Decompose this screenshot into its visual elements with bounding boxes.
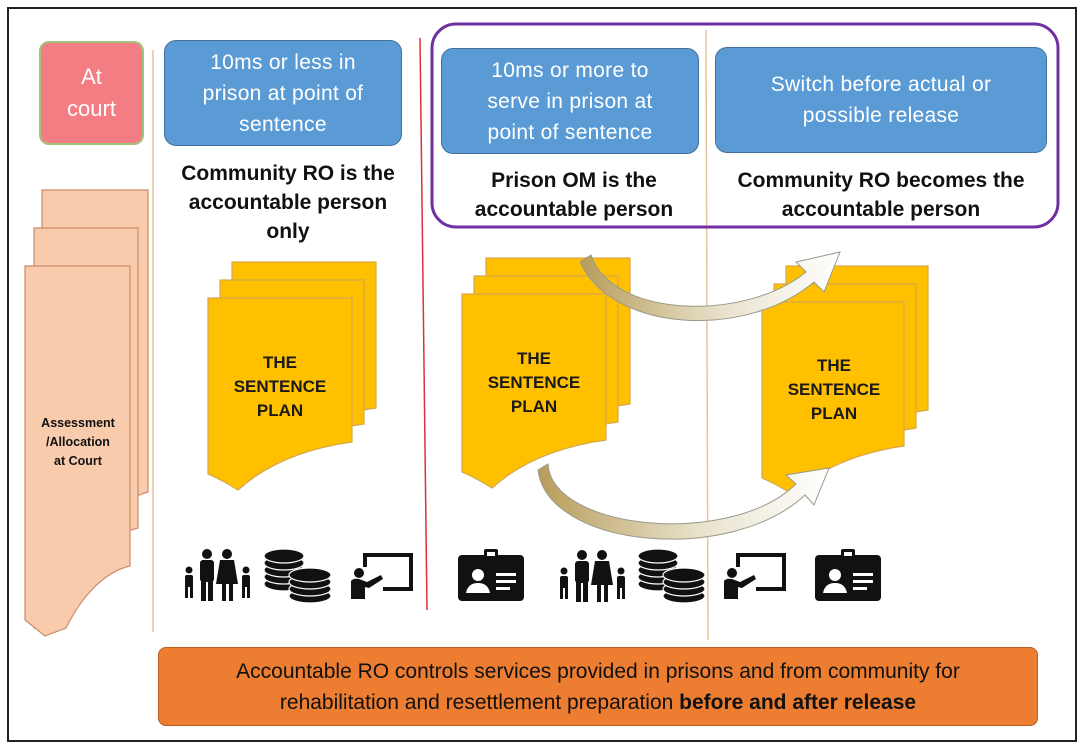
family-icon (185, 549, 250, 601)
sentence-plan-label: THE SENTENCE PLAN (462, 347, 606, 419)
column-1-box-text: 10ms or less in prison at point of sente… (202, 50, 364, 136)
separator-line (705, 29, 709, 641)
teaching-icon (724, 553, 786, 599)
footer-text: Accountable RO controls services provide… (236, 656, 960, 718)
family-icon (560, 550, 625, 602)
highlight-frame (430, 22, 1060, 229)
column-2-box: 10ms or more to serve in prison at point… (441, 48, 699, 154)
id-card-icon (458, 549, 524, 601)
assessment-line: at Court (54, 454, 102, 468)
column-3-box-text: Switch before actual or possible release (770, 73, 992, 127)
coins-icon (263, 548, 332, 604)
transfer-arrow-top (579, 251, 841, 322)
sentence-plan-label: THE SENTENCE PLAN (762, 354, 906, 426)
column-1-box: 10ms or less in prison at point of sente… (164, 40, 402, 146)
at-court-label: At court (67, 64, 116, 121)
assessment-documents (24, 189, 149, 637)
sentence-plan-line: SENTENCE (233, 377, 327, 396)
footer-line-1: Accountable RO controls services provide… (236, 659, 960, 683)
outer-frame (7, 7, 1077, 742)
sentence-plan-line: THE (517, 349, 551, 368)
column-2-box-text: 10ms or more to serve in prison at point… (487, 58, 653, 144)
sentence-plan-line: PLAN (510, 397, 558, 416)
sentence-plan-label: THE SENTENCE PLAN (208, 351, 352, 423)
sentence-plan-line: PLAN (256, 401, 304, 420)
sentence-plan-documents (461, 257, 631, 489)
column-3-box: Switch before actual or possible release (715, 47, 1047, 153)
id-card-icon (815, 549, 881, 601)
sentence-plan-line: SENTENCE (487, 373, 581, 392)
coins-icon (637, 548, 706, 604)
footer-line-2: rehabilitation and resettlement preparat… (279, 690, 674, 714)
separator-line-red (419, 37, 428, 611)
teaching-icon (351, 553, 413, 599)
footer-bold: before and after release (679, 690, 917, 714)
footer-banner: Accountable RO controls services provide… (158, 647, 1038, 726)
assessment-line: Assessment (41, 416, 115, 430)
sentence-plan-line: PLAN (810, 404, 858, 423)
column-2-caption: Prison OM is the accountable person (474, 169, 674, 221)
sentence-plan-line: THE (817, 356, 851, 375)
assessment-line: /Allocation (46, 435, 110, 449)
column-3-caption: Community RO becomes the accountable per… (737, 169, 1025, 221)
sentence-plan-line: THE (263, 353, 297, 372)
sentence-plan-documents (761, 265, 929, 495)
column-1-caption: Community RO is the accountable person o… (181, 162, 395, 243)
at-court-box: At court (39, 41, 144, 145)
sentence-plan-line: SENTENCE (787, 380, 881, 399)
transfer-arrow-bottom (537, 463, 830, 540)
sentence-plan-documents (207, 261, 377, 491)
assessment-label: Assessment /Allocation at Court (28, 414, 128, 471)
